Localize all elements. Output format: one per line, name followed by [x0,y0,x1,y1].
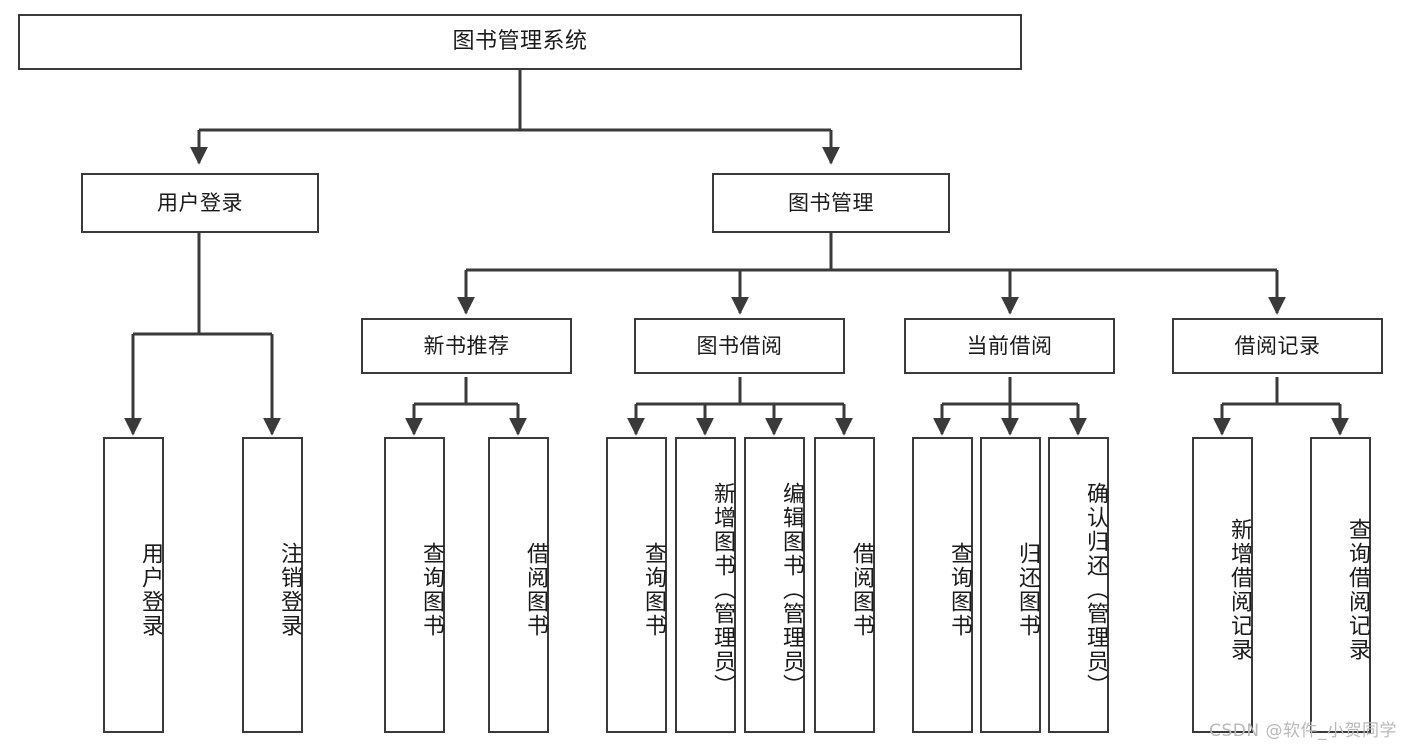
leaf-borrow-book-2[interactable]: 借阅图书 [814,437,875,733]
node-book-manage[interactable]: 图书管理 [712,173,950,233]
node-label: 新书推荐 [423,333,510,358]
node-current-borrow[interactable]: 当前借阅 [904,318,1115,374]
node-label: 编辑图书（管理员） [779,482,804,698]
node-label: 新增图书（管理员） [710,482,735,698]
node-label: 用户登录 [138,542,163,638]
node-label: 查询图书 [947,542,972,638]
node-new-book-recommend[interactable]: 新书推荐 [361,318,572,374]
leaf-return-book[interactable]: 归还图书 [980,437,1041,733]
leaf-edit-book[interactable]: 编辑图书（管理员） [744,437,805,733]
leaf-logout[interactable]: 注销登录 [242,437,303,733]
node-borrow-record[interactable]: 借阅记录 [1172,318,1383,374]
watermark-text: CSDN @软件_小贺同学 [1209,721,1397,741]
node-label: 确认归还（管理员） [1083,482,1108,698]
node-label: 借阅图书 [523,542,548,638]
node-label: 图书管理系统 [452,29,588,55]
node-label: 查询图书 [641,542,666,638]
node-label: 归还图书 [1015,542,1040,638]
node-label: 借阅记录 [1234,333,1321,358]
leaf-add-book[interactable]: 新增图书（管理员） [675,437,736,733]
leaf-query-book-3[interactable]: 查询图书 [912,437,973,733]
node-label: 注销登录 [277,542,302,638]
node-label: 当前借阅 [966,333,1053,358]
leaf-confirm-return[interactable]: 确认归还（管理员） [1048,437,1109,733]
node-label: 查询借阅记录 [1345,518,1370,662]
leaf-query-book-1[interactable]: 查询图书 [384,437,445,733]
node-label: 借阅图书 [849,542,874,638]
node-label: 新增借阅记录 [1227,518,1252,662]
node-label: 图书管理 [788,190,874,215]
node-label: 查询图书 [419,542,444,638]
node-user-login[interactable]: 用户登录 [81,173,319,233]
leaf-query-book-2[interactable]: 查询图书 [606,437,667,733]
node-label: 用户登录 [157,190,243,215]
leaf-user-login[interactable]: 用户登录 [103,437,164,733]
node-label: 图书借阅 [696,333,783,358]
leaf-add-record[interactable]: 新增借阅记录 [1192,437,1253,733]
node-book-borrow[interactable]: 图书借阅 [634,318,845,374]
node-root-system[interactable]: 图书管理系统 [18,14,1022,70]
leaf-borrow-book-1[interactable]: 借阅图书 [488,437,549,733]
leaf-query-record[interactable]: 查询借阅记录 [1310,437,1371,733]
